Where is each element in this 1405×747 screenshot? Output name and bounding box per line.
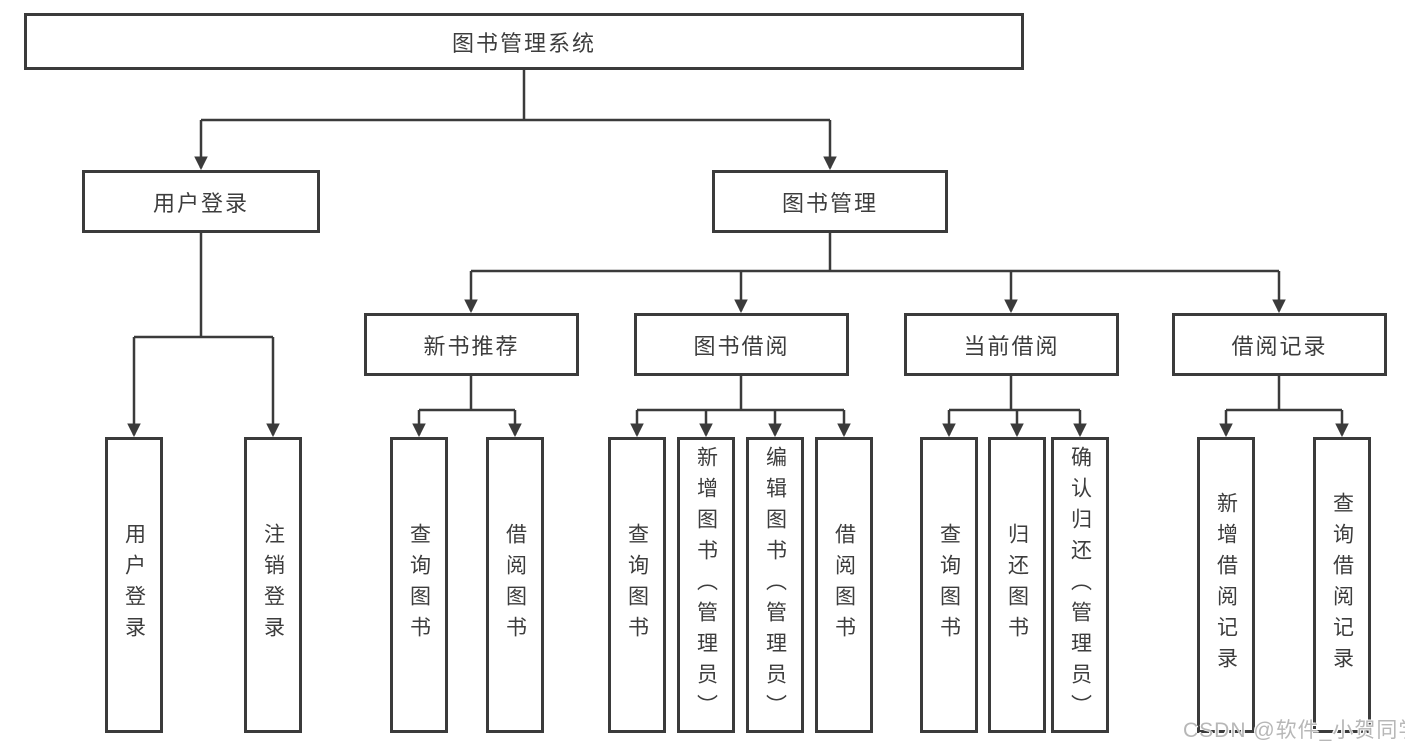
node-borrow-records: 借阅记录: [1172, 313, 1387, 376]
leaf-logout: 注销登录: [244, 437, 302, 733]
node-root-library-system: 图书管理系统: [24, 13, 1024, 70]
leaf-current-confirm-return-admin: 确认归还（管理员）: [1051, 437, 1109, 733]
leaf-records-add-record: 新增借阅记录: [1197, 437, 1255, 733]
leaf-borrow-query-books: 查询图书: [608, 437, 666, 733]
node-new-book-recommend: 新书推荐: [364, 313, 579, 376]
leaf-user-login: 用户登录: [105, 437, 163, 733]
leaf-records-query-record: 查询借阅记录: [1313, 437, 1371, 733]
node-book-borrow: 图书借阅: [634, 313, 849, 376]
node-book-management: 图书管理: [712, 170, 948, 233]
leaf-current-return-books: 归还图书: [988, 437, 1046, 733]
leaf-newbook-query-books: 查询图书: [390, 437, 448, 733]
node-user-login: 用户登录: [82, 170, 320, 233]
node-current-borrow: 当前借阅: [904, 313, 1119, 376]
leaf-newbook-borrow-books: 借阅图书: [486, 437, 544, 733]
leaf-borrow-add-books-admin: 新增图书（管理员）: [677, 437, 735, 733]
leaf-current-query-books: 查询图书: [920, 437, 978, 733]
leaf-borrow-borrow-books: 借阅图书: [815, 437, 873, 733]
watermark: CSDN @软件_小贺同学: [1183, 719, 1405, 742]
leaf-borrow-edit-books-admin: 编辑图书（管理员）: [746, 437, 804, 733]
